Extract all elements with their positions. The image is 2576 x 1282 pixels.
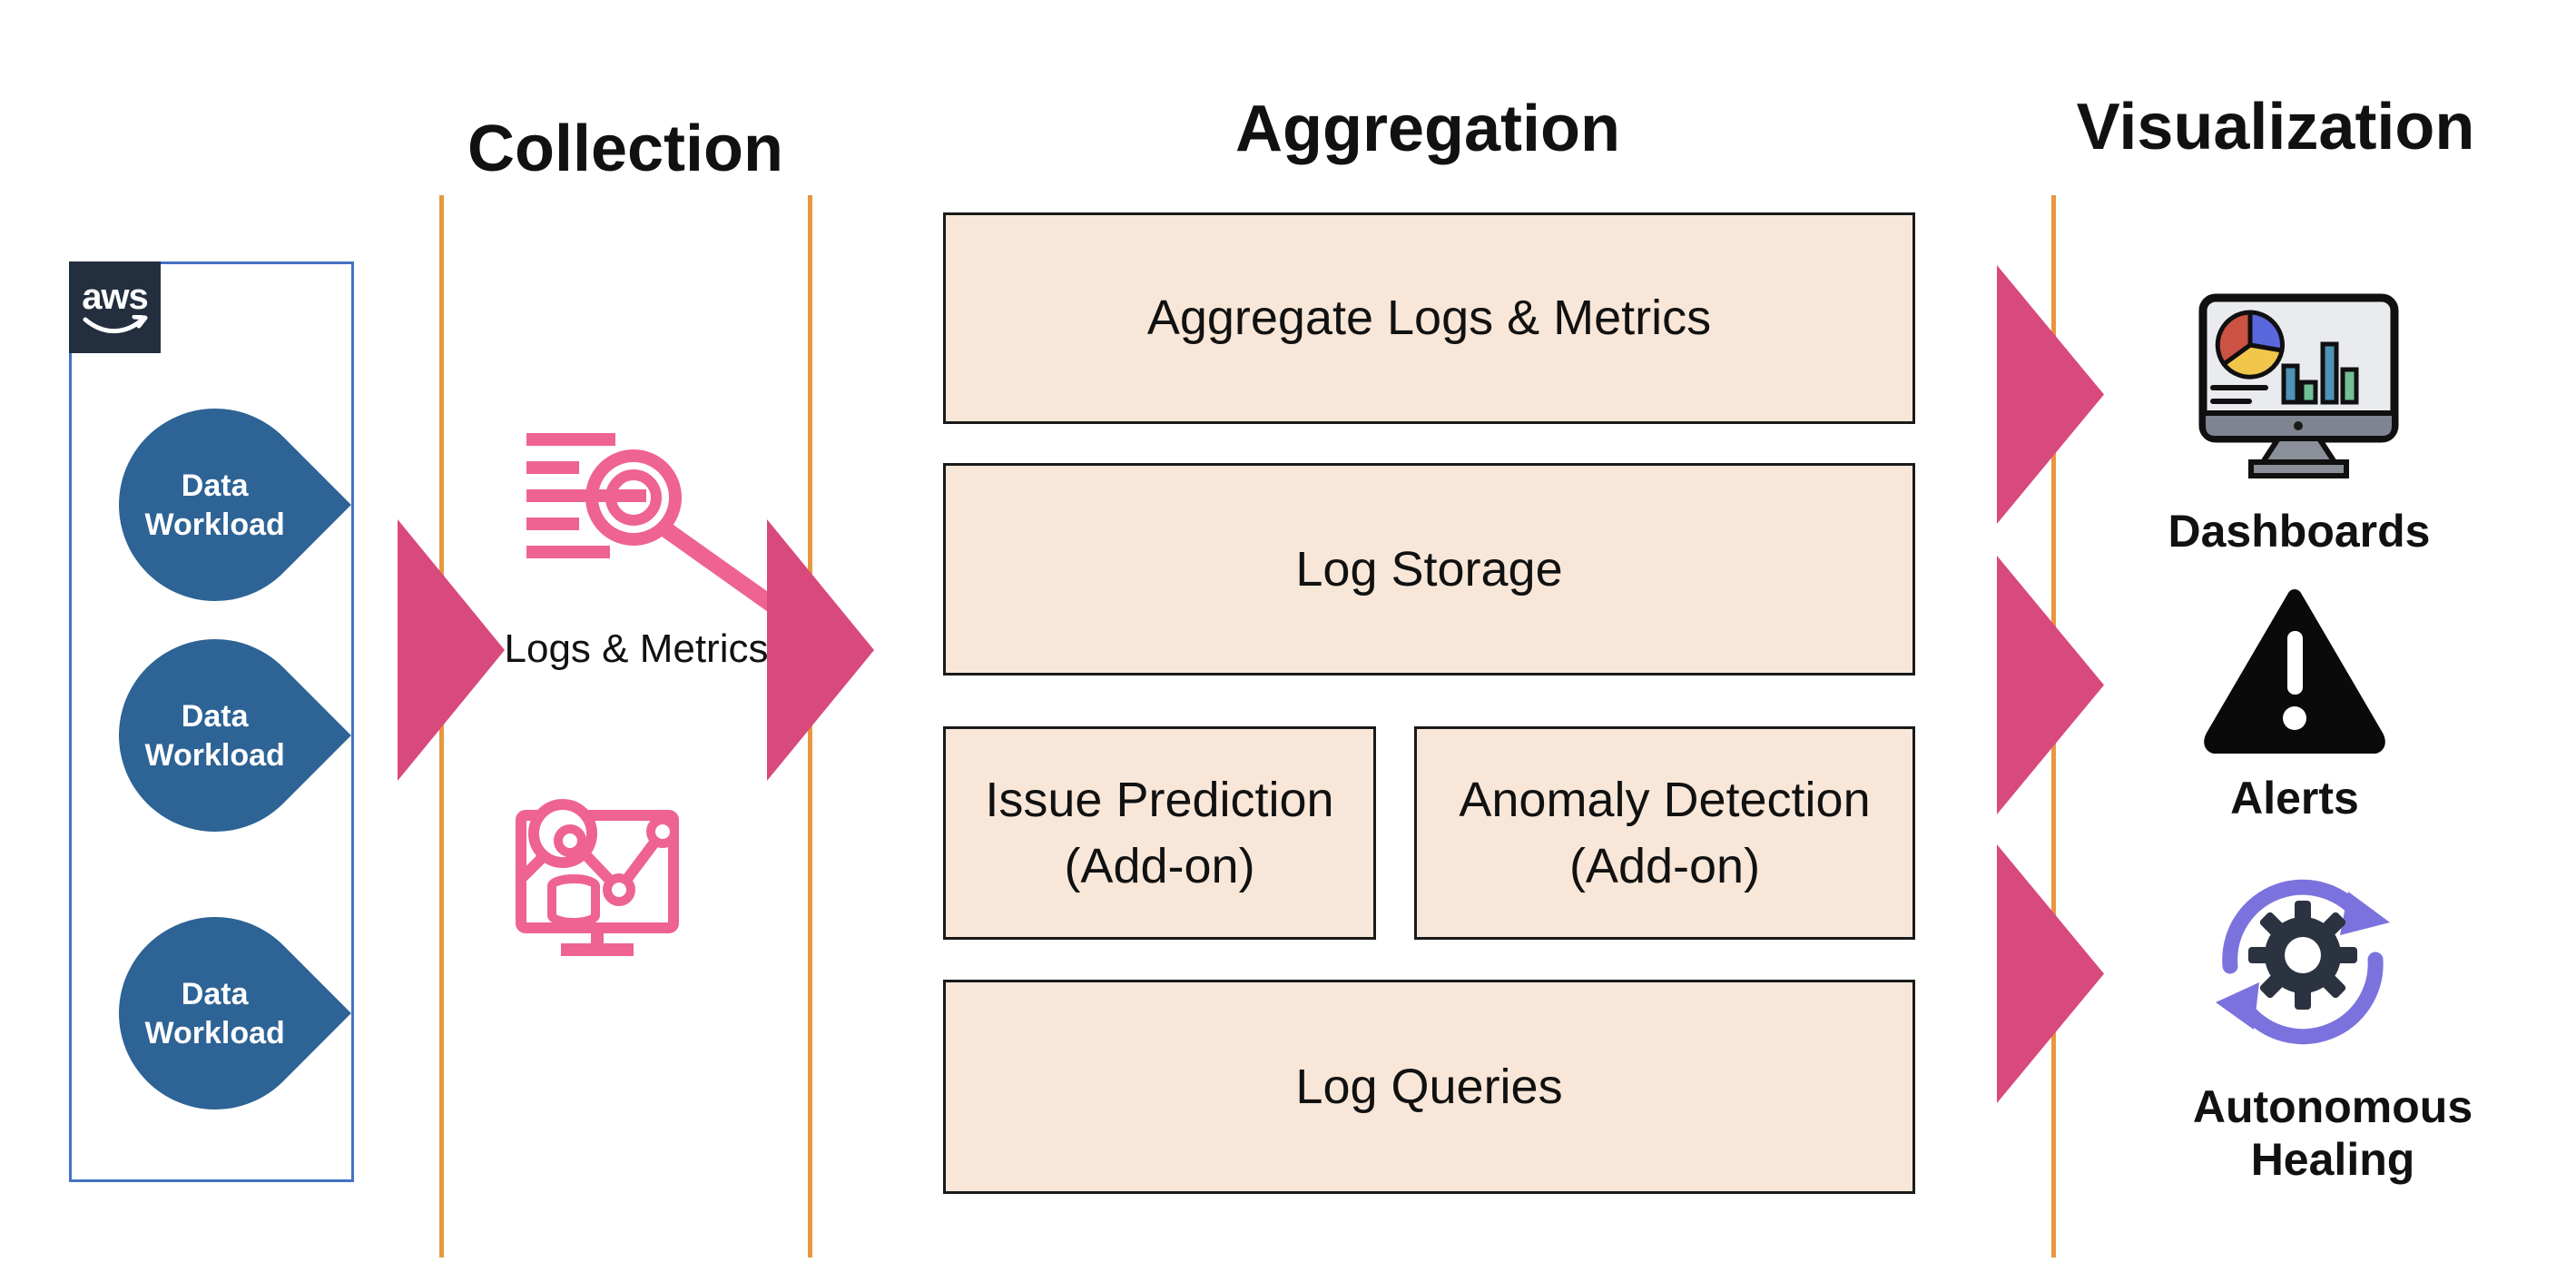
log-search-icon [526,433,785,616]
data-workload-label: Data Workload [144,698,286,773]
arrow-aggregation-to-alerts [1997,556,2104,814]
aws-logo-text: aws [82,276,149,317]
aggregation-box: Log Storage [943,463,1915,676]
collection-header: Collection [467,113,783,185]
arrow-aggregation-to-dashboards [1997,265,2104,524]
autonomous-healing-icon [2216,879,2390,1045]
analytics-monitor-icon [516,799,679,956]
data-workload-label: Data Workload [144,468,286,542]
aggregation-box-label: Aggregate Logs & Metrics [1146,291,1712,346]
aws-smile-icon [83,314,147,333]
visualization-header: Visualization [2076,91,2475,163]
alerts-label: Alerts [2230,773,2359,823]
aggregation-box-label: Anomaly Detection (Add-on) [1459,772,1871,893]
alerts-icon [2204,589,2385,754]
dashboards-label: Dashboards [2168,506,2431,557]
aggregation-box: Log Queries [943,980,1915,1194]
aws-logo: aws [69,261,161,353]
autonomous-healing-label: Autonomous Healing [2192,1081,2473,1185]
data-workload-label: Data Workload [144,976,286,1050]
flow-label: Logs & Metrics [504,626,769,671]
aggregation-box: Issue Prediction (Add-on) [943,726,1376,940]
aggregation-header: Aggregation [1235,93,1620,165]
arrow-collection-to-aggregation [767,519,874,781]
aggregation-box-label: Log Queries [1295,1059,1563,1114]
aggregation-box: Anomaly Detection (Add-on) [1414,726,1915,940]
dashboards-icon [2198,293,2399,478]
aggregation-box-label: Log Storage [1295,541,1563,597]
aggregation-box: Aggregate Logs & Metrics [943,212,1915,424]
arrow-aggregation-to-healing [1997,844,2104,1103]
arrow-source-to-collection [398,519,505,781]
aggregation-box-label: Issue Prediction (Add-on) [985,772,1334,893]
